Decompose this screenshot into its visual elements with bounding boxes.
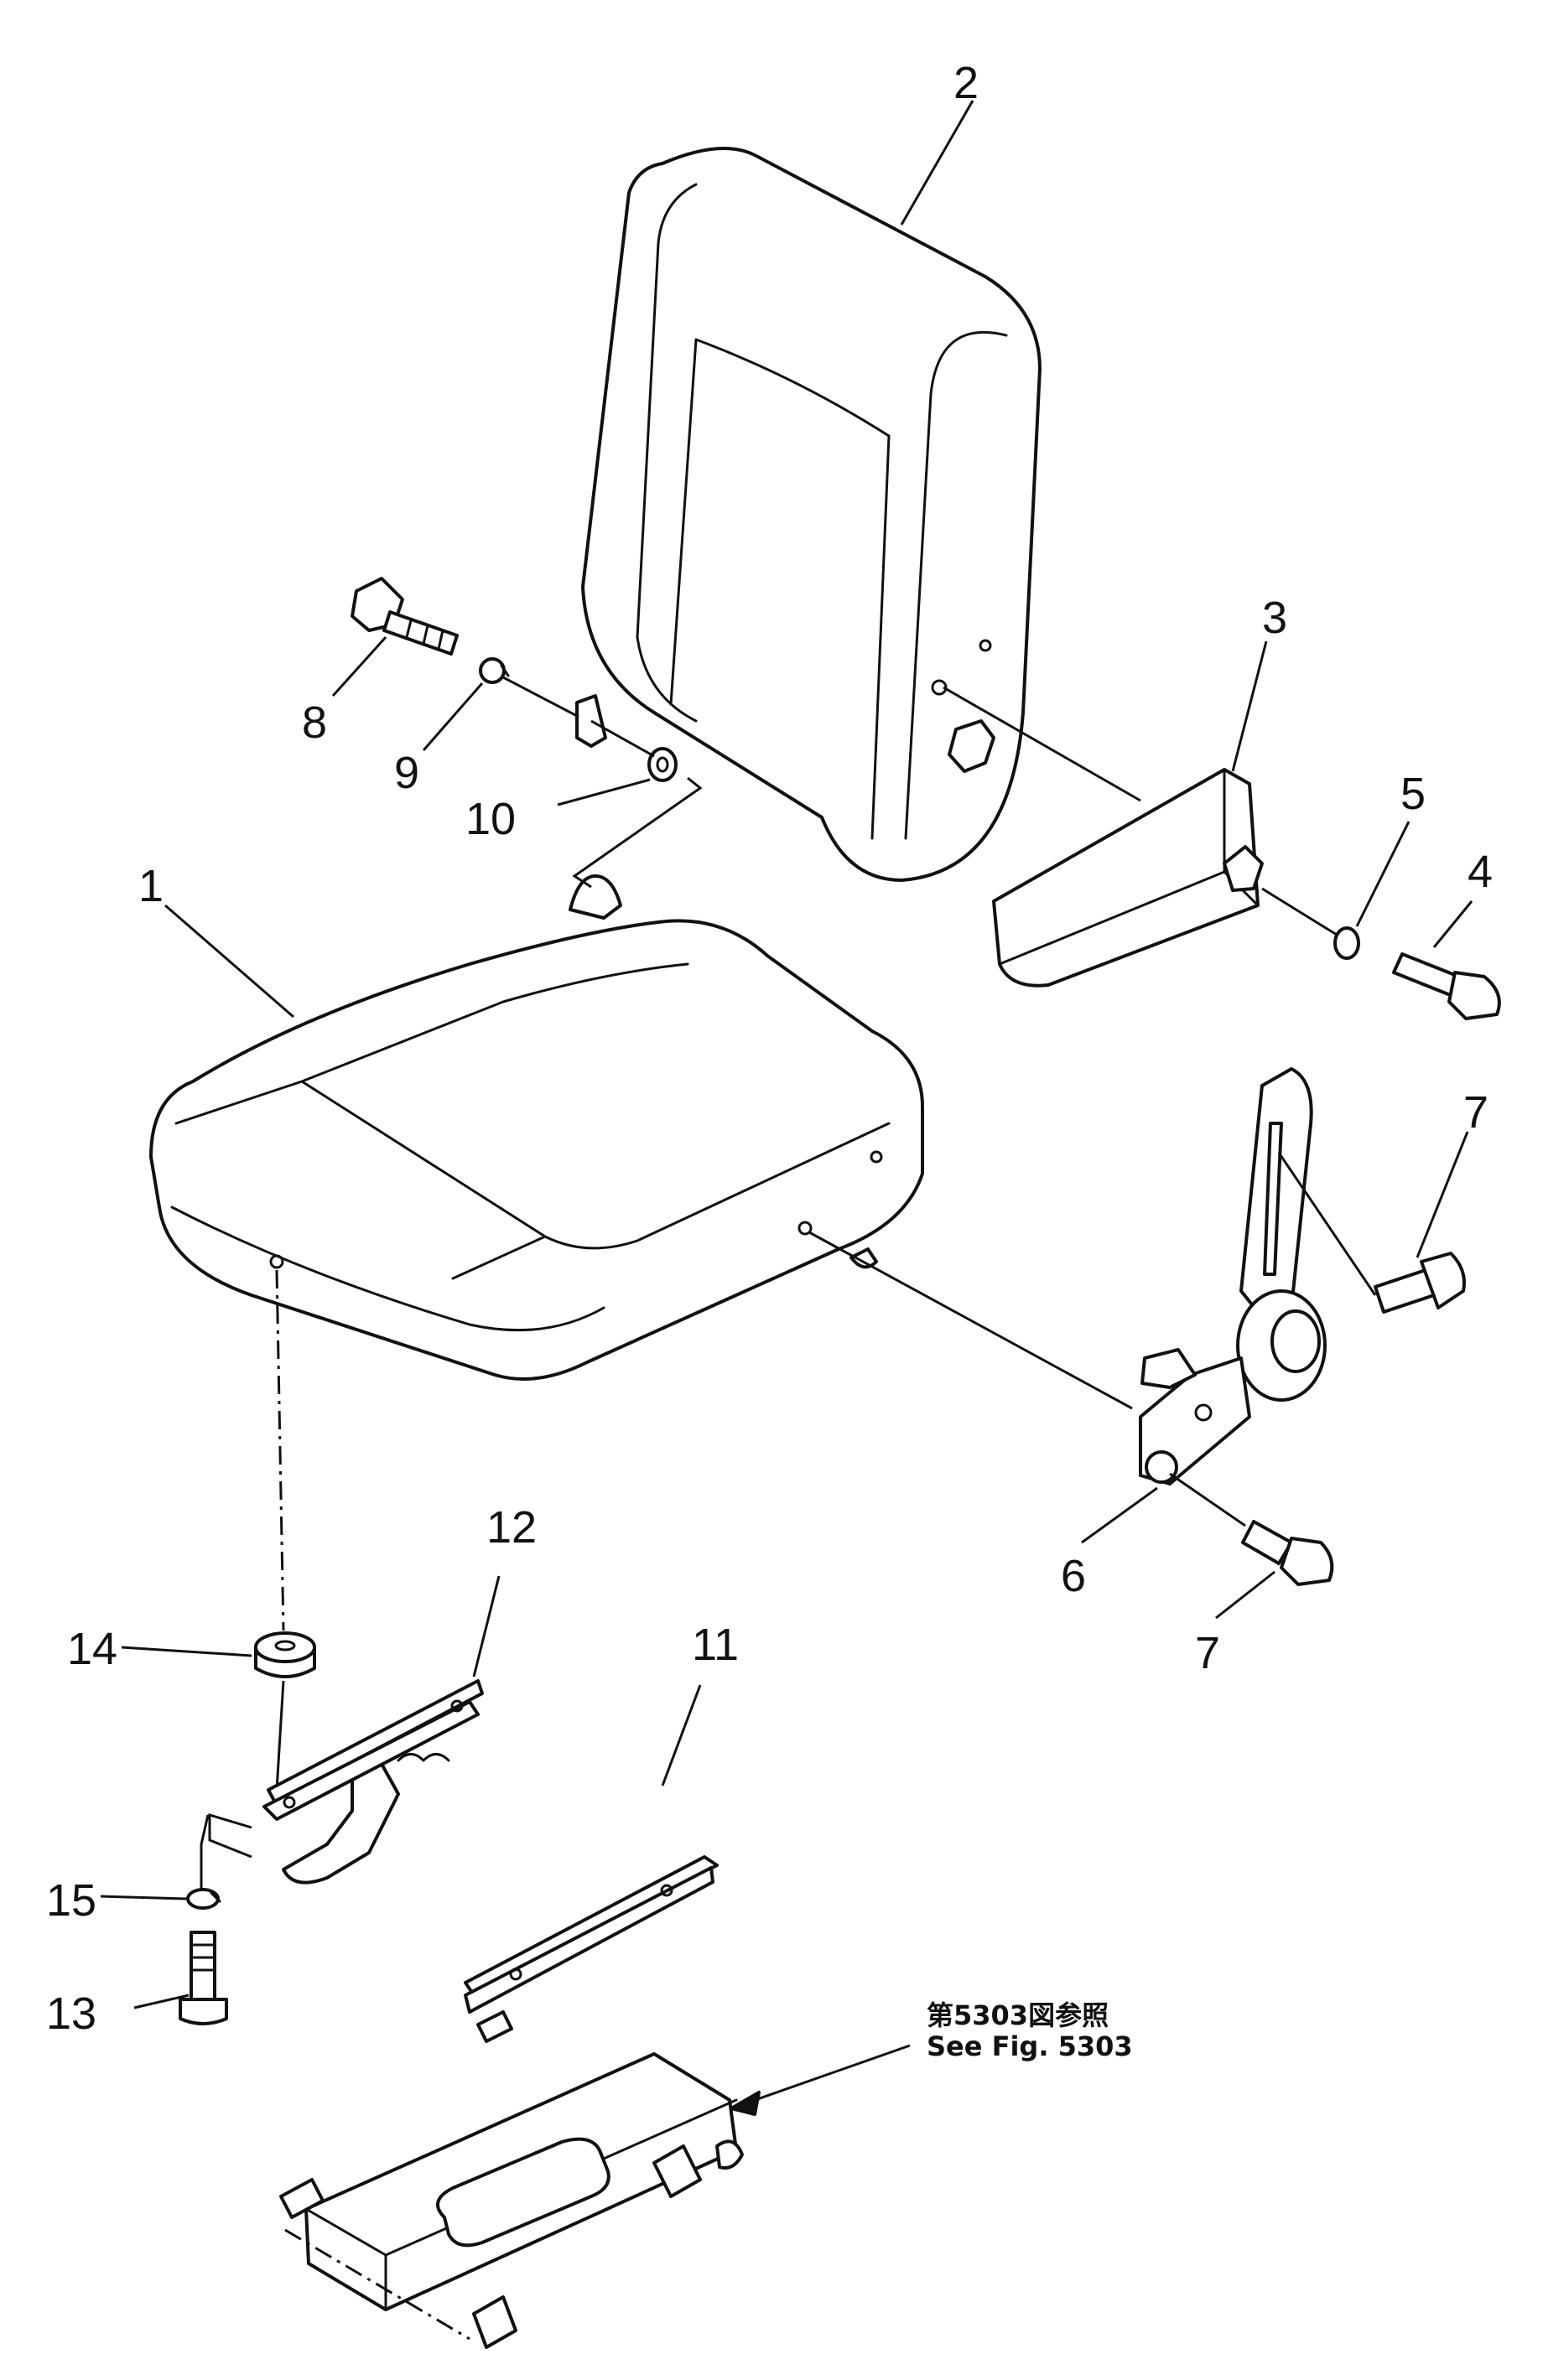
callout-7-lower: 7 [1195, 1628, 1220, 1678]
callout-3: 3 [1262, 593, 1287, 643]
callout-1: 1 [138, 861, 164, 911]
reference-english: See Fig. 5303 [927, 2030, 1133, 2062]
axis-cushion-to-spacer [275, 1269, 285, 1631]
callout-12: 12 [486, 1502, 537, 1553]
callout-11: 11 [692, 1620, 739, 1670]
callout-13: 13 [46, 1989, 96, 2039]
base-frame [279, 2010, 744, 2349]
callout-8: 8 [302, 697, 327, 748]
axis-spacer-to-rail [275, 1680, 285, 1791]
washer-5 [1261, 887, 1360, 960]
bolt-4 [1392, 952, 1501, 1020]
spacer-14 [254, 1631, 316, 1678]
bolt-13 [179, 1931, 228, 2025]
rail-11 [464, 1855, 719, 2014]
callout-14: 14 [67, 1624, 117, 1674]
callout-7-upper: 7 [1463, 1087, 1488, 1138]
callout-6: 6 [1061, 1551, 1086, 1601]
washer-10 [572, 719, 703, 889]
bolt-8 [351, 577, 459, 656]
adjust-lever [808, 1067, 1327, 1486]
callout-15: 15 [46, 1875, 96, 1926]
callout-4: 4 [1468, 847, 1493, 897]
callout-10: 10 [465, 794, 516, 844]
callout-5: 5 [1400, 769, 1426, 819]
backrest [575, 147, 1042, 882]
lock-washer-9 [479, 657, 579, 718]
seat-cushion [149, 874, 924, 1381]
lever-bolt-upper [1277, 1152, 1466, 1314]
callout-leaders [100, 100, 1473, 2116]
armrest [943, 686, 1264, 988]
slide-rail-12 [200, 1679, 484, 1899]
callout-9: 9 [394, 748, 419, 798]
callout-2: 2 [953, 58, 979, 108]
washer-15 [186, 1888, 221, 1910]
lever-bolt-lower [1169, 1472, 1334, 1586]
reference-japanese: 第5303図参照 [927, 1999, 1109, 2031]
